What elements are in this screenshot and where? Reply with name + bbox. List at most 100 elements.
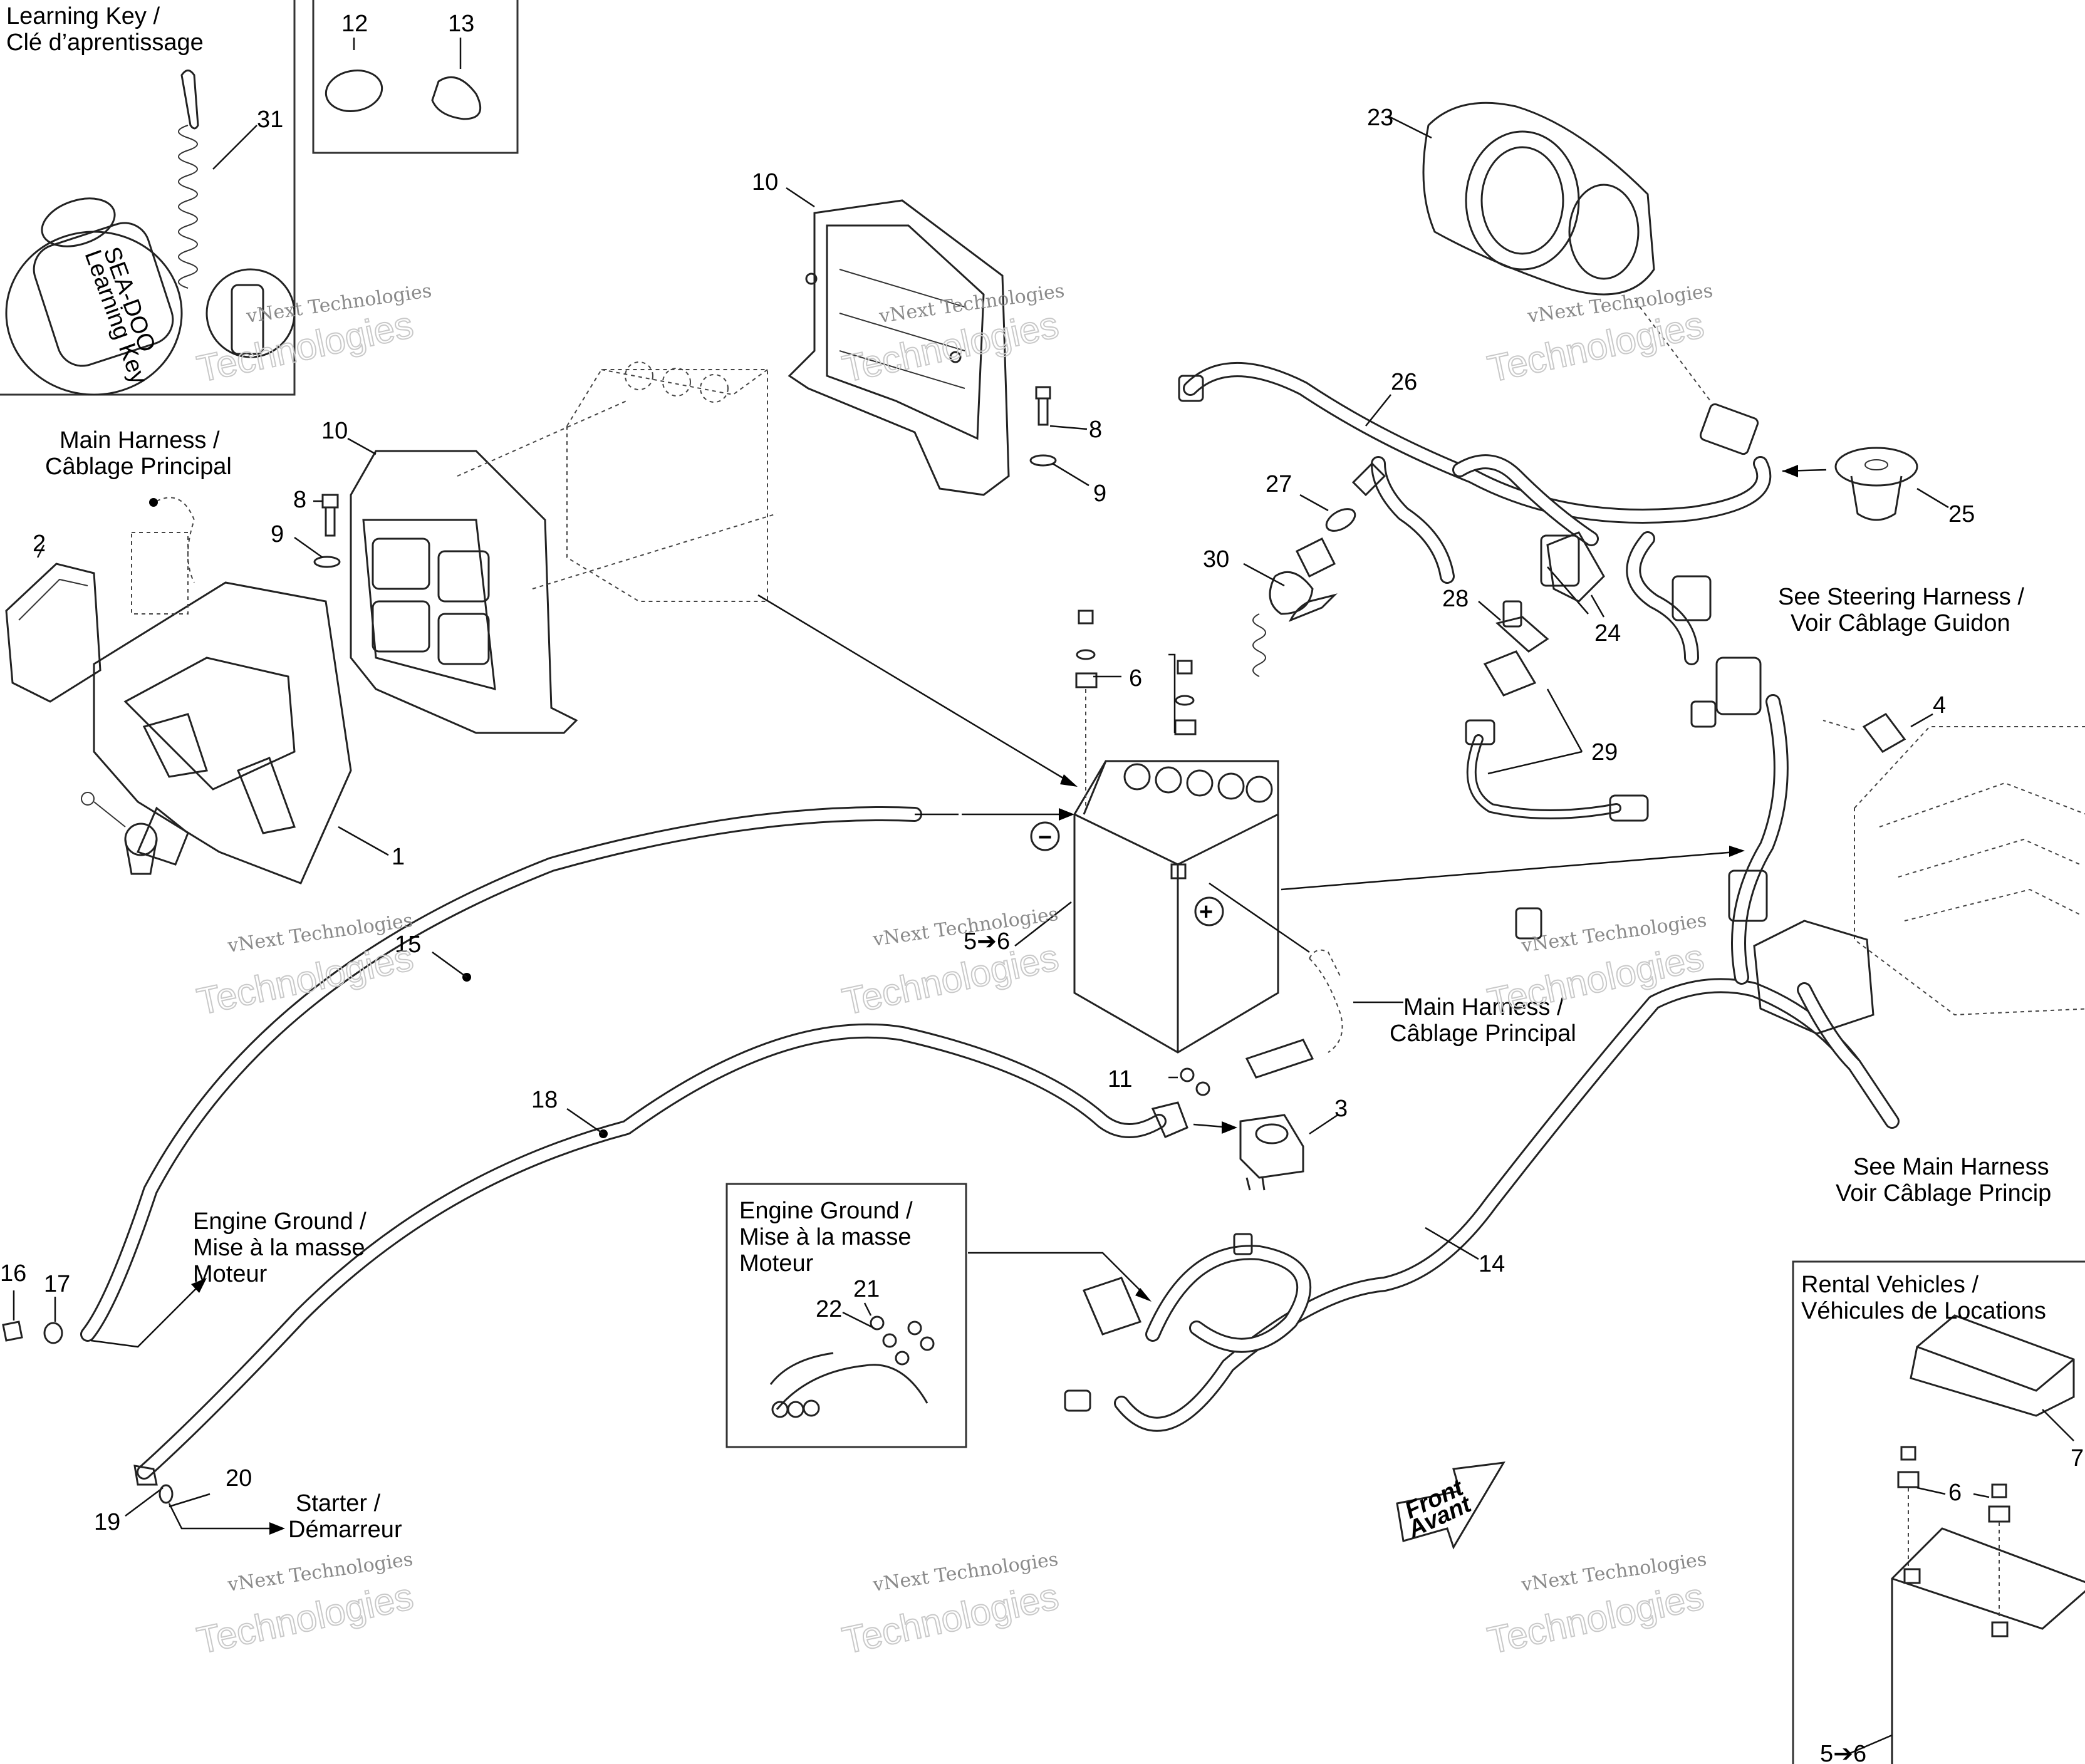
engine-ground-label-box-fr2: Moteur bbox=[739, 1250, 814, 1277]
connector-24 bbox=[1546, 531, 1605, 618]
learning-key-box bbox=[0, 0, 296, 396]
module-2 bbox=[5, 544, 101, 703]
part-number-22: 22 bbox=[816, 1296, 842, 1322]
see-main-label-fr: Voir Câblage Princip bbox=[1836, 1180, 2051, 1206]
battery-cover-7 bbox=[1910, 1314, 2075, 1441]
nut-11 bbox=[1168, 1067, 1210, 1096]
washer-9-right bbox=[1029, 454, 1089, 487]
engine-ground-label-left: Engine Ground / bbox=[193, 1208, 367, 1235]
main-harness-label-mid: Main Harness / bbox=[1403, 994, 1564, 1020]
part-number-2: 2 bbox=[33, 531, 46, 557]
battery-box-rear-10 bbox=[786, 187, 1010, 496]
svg-text:Technologies: Technologies bbox=[839, 1575, 1063, 1661]
part-number-16: 16 bbox=[0, 1260, 26, 1287]
starter-label: Starter / bbox=[296, 1490, 381, 1517]
engine-ground-label-left-fr: Mise à la masse bbox=[193, 1235, 365, 1261]
see-main-label: See Main Harness bbox=[1853, 1154, 2049, 1180]
svg-text:Technologies: Technologies bbox=[1484, 1575, 1708, 1661]
part-number-25: 25 bbox=[1948, 501, 1975, 527]
battery-5-6 bbox=[1014, 760, 1279, 1054]
engine-ground-box bbox=[725, 1183, 967, 1448]
harness-connectors bbox=[131, 497, 195, 615]
engine-ground-box-arrow bbox=[968, 1252, 1147, 1297]
engine-ground-label-left-fr2: Moteur bbox=[193, 1261, 268, 1287]
nut-6-group bbox=[1075, 610, 1197, 808]
see-steering-label: See Steering Harness / bbox=[1778, 584, 2024, 610]
rental-vehicles-box bbox=[1792, 1260, 2085, 1764]
bolt-8-right bbox=[1035, 386, 1088, 430]
part-number-31: 31 bbox=[257, 106, 283, 133]
part-number-13: 13 bbox=[448, 11, 474, 37]
washer-17 bbox=[43, 1297, 63, 1344]
see-steering-label-fr: Voir Câblage Guidon bbox=[1791, 610, 2010, 636]
clamps-box bbox=[312, 0, 519, 154]
steering-harness-26 bbox=[1178, 362, 1772, 665]
rental-nuts-6 bbox=[1897, 1446, 2010, 1616]
washer-20 bbox=[159, 1484, 211, 1508]
ground-terminals-21-22 bbox=[769, 1302, 935, 1418]
rental-battery bbox=[1848, 1527, 2085, 1764]
part-number-1: 1 bbox=[392, 844, 405, 870]
part-number-5-6-a: 5➔6 bbox=[964, 928, 1010, 955]
part-number-19: 19 bbox=[94, 1509, 120, 1535]
main-harness-label-top-fr: Câblage Principal bbox=[45, 454, 232, 480]
washer-9-left bbox=[294, 536, 341, 568]
seal-27 bbox=[1299, 462, 1386, 532]
part-number-27: 27 bbox=[1266, 471, 1292, 497]
part-number-23: 23 bbox=[1367, 105, 1393, 131]
part-number-8-a: 8 bbox=[293, 487, 306, 513]
part-number-12: 12 bbox=[341, 11, 368, 37]
battery-negative-marker: − bbox=[1030, 821, 1060, 851]
relay-part bbox=[81, 792, 158, 875]
svg-text:Technologies: Technologies bbox=[1484, 936, 1708, 1022]
starter-cable-18 bbox=[137, 1023, 1188, 1480]
relay-3 bbox=[1193, 1114, 1338, 1191]
ground-cable-15 bbox=[80, 806, 1074, 1342]
connector-4 bbox=[1822, 713, 1933, 753]
instrument-cluster-23 bbox=[1387, 101, 1711, 402]
nut-19 bbox=[125, 1465, 164, 1517]
part-number-6-b: 6 bbox=[1948, 1480, 1962, 1506]
bolt-16 bbox=[2, 1290, 23, 1342]
engine-ground-label-box-fr: Mise à la masse bbox=[739, 1224, 912, 1250]
part-number-15: 15 bbox=[395, 931, 421, 958]
box-to-battery-arrow bbox=[757, 594, 1072, 784]
starter-label-fr: Démarreur bbox=[288, 1517, 402, 1543]
rental-label-fr: Véhicules de Locations bbox=[1801, 1298, 2046, 1324]
part-number-3: 3 bbox=[1334, 1096, 1348, 1122]
part-number-11: 11 bbox=[1108, 1066, 1132, 1092]
starter-arrow bbox=[168, 1503, 276, 1530]
main-harness-label-top: Main Harness / bbox=[60, 427, 220, 454]
battery-phantom bbox=[566, 361, 768, 602]
part-number-20: 20 bbox=[226, 1465, 252, 1492]
part-number-26: 26 bbox=[1391, 369, 1417, 395]
learning-key-title-fr: Clé d’aprentissage bbox=[6, 29, 204, 56]
part-number-17: 17 bbox=[44, 1271, 70, 1297]
bolt-8-left bbox=[313, 494, 339, 537]
positive-lead bbox=[1209, 882, 1403, 1079]
part-number-18: 18 bbox=[531, 1087, 558, 1113]
battery-to-harness-arrow bbox=[1281, 851, 1736, 891]
clamp-13 bbox=[431, 38, 482, 120]
learning-key-title: Learning Key / bbox=[6, 3, 160, 29]
svg-text:−: − bbox=[1038, 824, 1052, 851]
battery-box-front-10 bbox=[347, 400, 777, 734]
ecm-phantom bbox=[1854, 726, 2085, 1016]
part-number-6-a: 6 bbox=[1129, 665, 1142, 692]
part-number-29: 29 bbox=[1591, 739, 1618, 765]
clip-28 bbox=[1478, 601, 1549, 653]
cap-25 bbox=[1782, 447, 1949, 521]
part-number-24: 24 bbox=[1594, 620, 1621, 646]
part-number-21: 21 bbox=[853, 1276, 880, 1302]
part-number-8-b: 8 bbox=[1089, 417, 1102, 443]
part-number-10-b: 10 bbox=[752, 169, 778, 195]
engine-ground-label-box: Engine Ground / bbox=[739, 1198, 913, 1224]
harness-bracket-1 bbox=[93, 581, 389, 885]
front-arrow: Front Avant bbox=[1396, 1461, 1505, 1550]
engine-ground-arrow-left bbox=[90, 1284, 201, 1348]
part-number-30: 30 bbox=[1203, 546, 1229, 573]
part-number-9-a: 9 bbox=[271, 521, 284, 547]
clamp-12 bbox=[325, 38, 383, 112]
part-number-10-a: 10 bbox=[321, 418, 348, 444]
battery-positive-marker: + bbox=[1194, 896, 1224, 926]
